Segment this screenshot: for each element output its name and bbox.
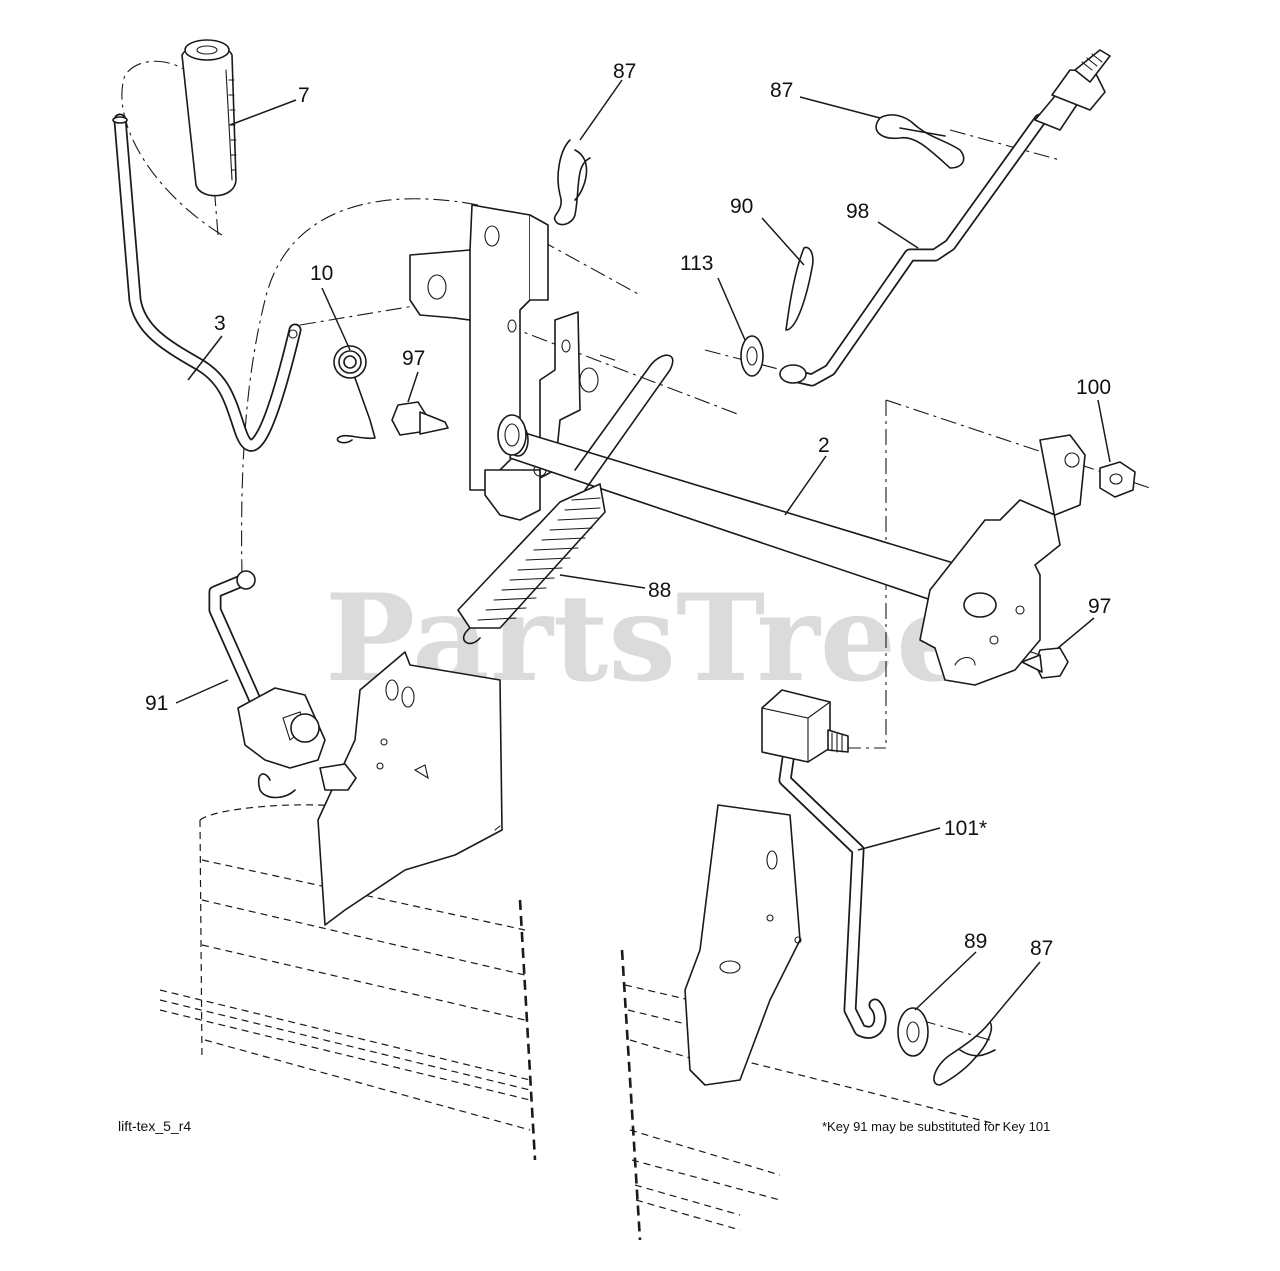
- footnote: *Key 91 may be substituted for Key 101: [822, 1119, 1050, 1134]
- adjustment-rod-part-98: [779, 49, 1111, 387]
- handle-grip-part-7: [181, 39, 237, 197]
- callout-labels: 7 87 87 90 98 113 10 3 97 100 2 88 97 91…: [145, 60, 1111, 960]
- callout-101: 101*: [944, 817, 987, 840]
- hairpin-clip-part-87-c: [933, 1021, 996, 1086]
- callout-90: 90: [730, 195, 753, 218]
- callout-87-top: 87: [613, 60, 636, 83]
- bolt-part-97-lower: [1021, 647, 1069, 679]
- callout-97-upper: 97: [402, 347, 425, 370]
- left-deck-bracket: [317, 651, 503, 926]
- right-lift-arm: [919, 434, 1086, 686]
- mower-deck-outline: [159, 804, 1001, 1241]
- callout-98: 98: [846, 200, 869, 223]
- right-deck-bracket: [684, 804, 802, 1086]
- callout-10: 10: [310, 262, 333, 285]
- callout-89: 89: [964, 930, 987, 953]
- leader-lines: [175, 79, 1111, 1023]
- callout-87-upper-right: 87: [770, 79, 793, 102]
- lift-link-part-101: [761, 689, 887, 1039]
- cross-shaft-part-2: [497, 414, 961, 609]
- washer-part-113: [740, 335, 764, 377]
- callout-91: 91: [145, 692, 168, 715]
- callout-87-bottom: 87: [1030, 937, 1053, 960]
- lift-lever-part-3: [112, 113, 302, 452]
- callout-2: 2: [818, 434, 830, 457]
- washer-part-89: [897, 1007, 929, 1057]
- callout-3: 3: [214, 312, 226, 335]
- figure-id: lift-tex_5_r4: [118, 1118, 191, 1134]
- nut-part-100: [1099, 461, 1136, 498]
- extension-spring-part-88: [457, 354, 674, 645]
- lift-link-part-91: [208, 570, 357, 799]
- callout-113: 113: [680, 252, 713, 275]
- hairpin-clip-part-87-b: [875, 114, 965, 169]
- callout-97-lower: 97: [1088, 595, 1111, 618]
- hairpin-clip-part-87-a: [553, 139, 591, 226]
- callout-7: 7: [298, 84, 310, 107]
- torsion-spring-part-10: [333, 345, 376, 444]
- callout-88: 88: [648, 579, 671, 602]
- cotter-pin-part-90: [785, 246, 814, 331]
- bolt-part-97-upper: [391, 401, 449, 436]
- callout-100: 100: [1076, 376, 1111, 399]
